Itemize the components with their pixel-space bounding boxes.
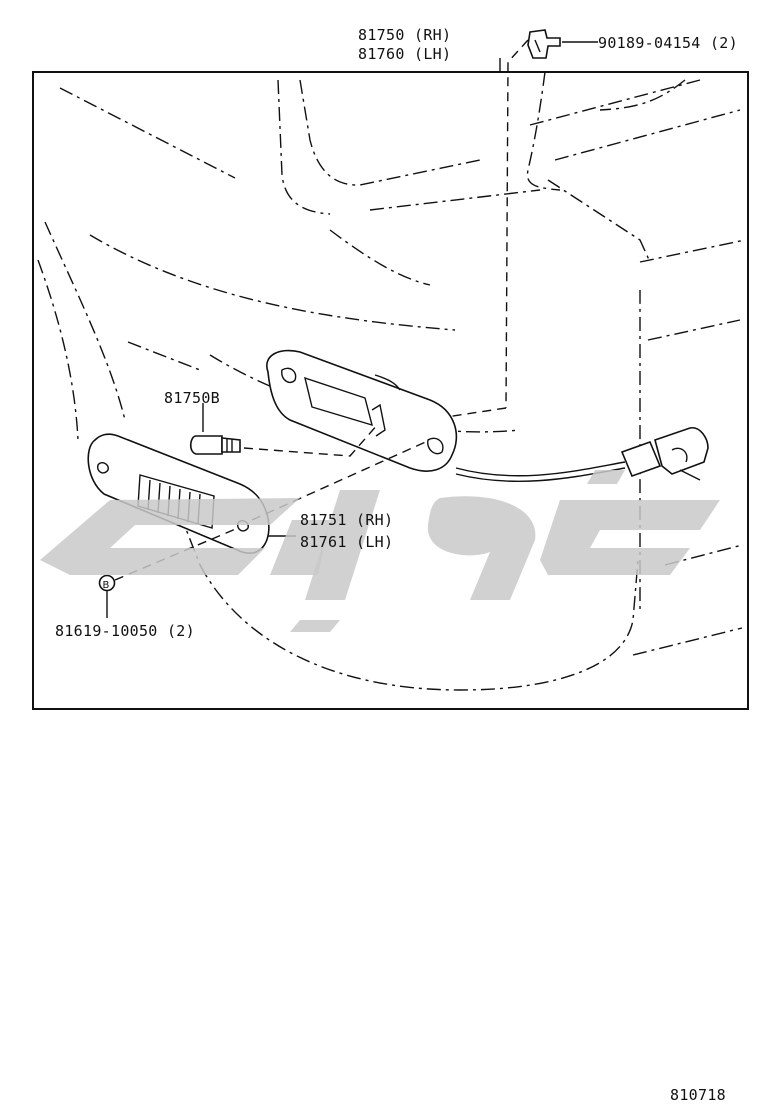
- label-lamp-assy-rh: 81750 (RH): [358, 26, 451, 44]
- diagram-code: 810718: [670, 1086, 726, 1104]
- watermark-logo: [40, 470, 720, 632]
- svg-text:B: B: [103, 580, 110, 591]
- label-screw: 81619-10050 (2): [55, 622, 195, 640]
- label-lamp-assy-lh: 81760 (LH): [358, 45, 451, 63]
- label-clip: 90189-04154 (2): [598, 34, 738, 52]
- bulb-part: [189, 403, 379, 457]
- vehicle-body-outline: [37, 71, 746, 691]
- label-bulb: 81750B: [164, 389, 220, 407]
- clip-part: [527, 29, 598, 59]
- diagram-frame: [32, 71, 749, 710]
- label-lens-lh: 81761 (LH): [300, 533, 393, 551]
- assembly-leader: [439, 39, 529, 419]
- label-lens-rh: 81751 (RH): [300, 511, 393, 529]
- lamp-housing: [266, 349, 709, 483]
